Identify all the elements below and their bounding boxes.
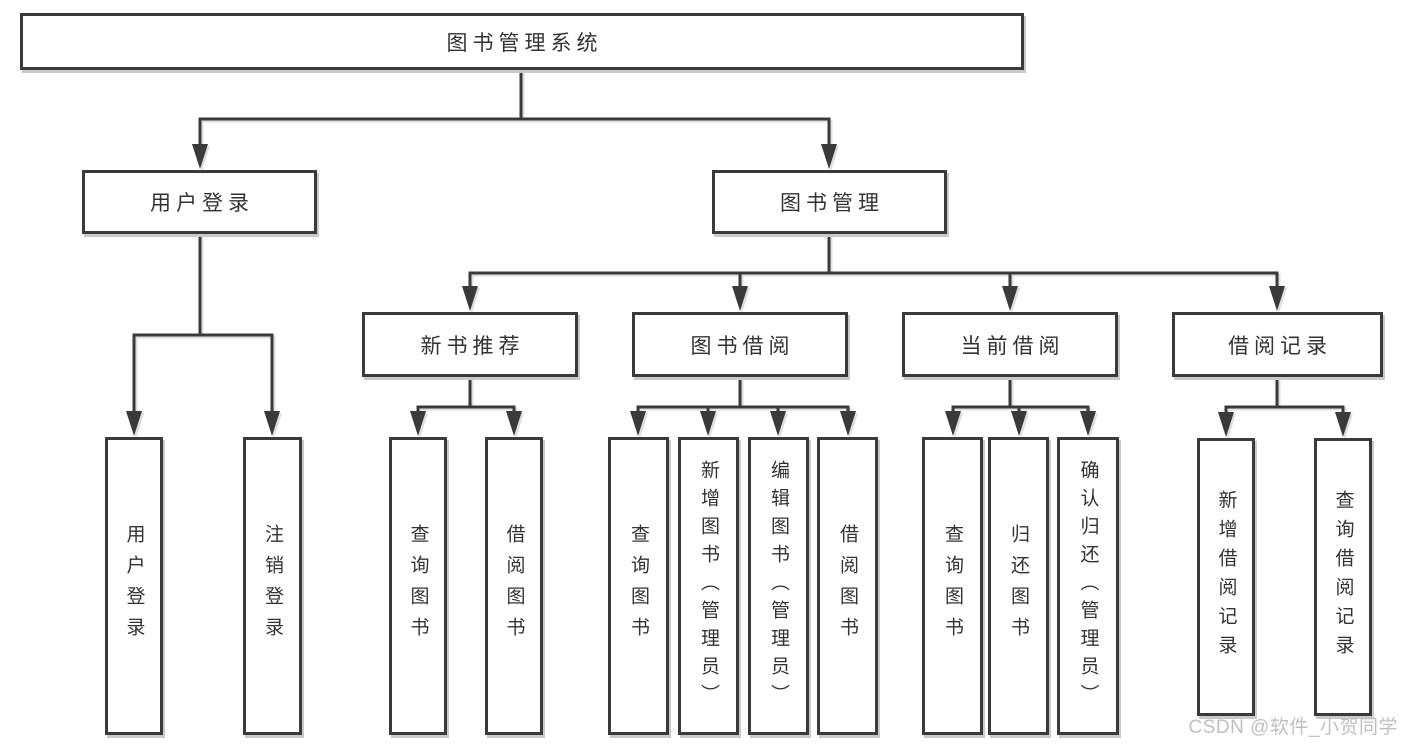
node-book-management: 图书管理 bbox=[712, 170, 947, 234]
leaf-logout: 注销登录 bbox=[243, 437, 302, 735]
node-current-borrow: 当前借阅 bbox=[902, 312, 1118, 377]
leaf-borrow-books-recommend: 借阅图书 bbox=[485, 437, 543, 735]
watermark: CSDN @软件_小贺同学 bbox=[1188, 717, 1398, 738]
leaf-user-login: 用户登录 bbox=[105, 437, 163, 735]
leaf-query-books-recommend: 查询图书 bbox=[389, 437, 447, 735]
leaf-query-books-current: 查询图书 bbox=[922, 437, 983, 735]
leaf-add-borrow-record: 新增借阅记录 bbox=[1197, 438, 1255, 716]
node-user-login: 用户登录 bbox=[82, 170, 317, 234]
leaf-query-borrow-record: 查询借阅记录 bbox=[1314, 438, 1372, 716]
leaf-borrow-books: 借阅图书 bbox=[817, 437, 878, 735]
node-borrow-records: 借阅记录 bbox=[1172, 312, 1383, 377]
leaf-confirm-return-admin: 确认归还（管理员） bbox=[1057, 437, 1119, 735]
node-new-book-recommend: 新书推荐 bbox=[362, 312, 578, 377]
leaf-edit-book-admin: 编辑图书（管理员） bbox=[748, 437, 809, 735]
leaf-query-books-borrow: 查询图书 bbox=[608, 437, 669, 735]
leaf-add-book-admin: 新增图书（管理员） bbox=[678, 437, 739, 735]
node-library-system: 图书管理系统 bbox=[20, 13, 1024, 70]
leaf-return-books: 归还图书 bbox=[988, 437, 1049, 735]
node-book-borrow: 图书借阅 bbox=[632, 312, 848, 377]
